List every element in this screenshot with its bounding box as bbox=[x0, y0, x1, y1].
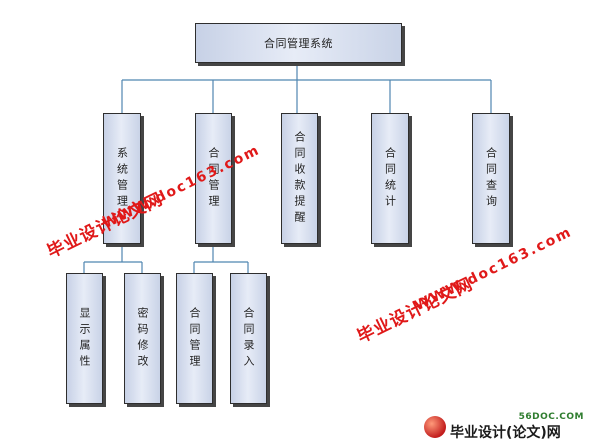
module-contract-query-box: 合同查询 bbox=[472, 113, 510, 244]
module-system-management-box: 系统管理 bbox=[103, 113, 141, 244]
module-payment-reminder-box: 合同收款提醒 bbox=[281, 113, 318, 244]
submodule-display-properties-box: 显示属性 bbox=[66, 273, 103, 404]
module-system-management-label: 系统管理 bbox=[115, 146, 129, 211]
module-payment-reminder-label: 合同收款提醒 bbox=[293, 130, 306, 227]
submodule-display-properties-label: 显示属性 bbox=[78, 306, 91, 371]
logo-mark-icon bbox=[424, 416, 446, 438]
module-contract-management-label: 合同管理 bbox=[207, 146, 220, 211]
logo-site-name: 毕业设计(论文)网 bbox=[450, 425, 561, 441]
root-system-label: 合同管理系统 bbox=[264, 37, 333, 50]
module-contract-management-box: 合同管理 bbox=[195, 113, 232, 244]
logo-site-url: 56DOC.COM bbox=[518, 412, 584, 422]
submodule-contract-entry-box: 合同录入 bbox=[230, 273, 267, 404]
module-contract-statistics-label: 合同统计 bbox=[383, 146, 397, 211]
submodule-contract-management-box: 合同管理 bbox=[176, 273, 213, 404]
submodule-contract-management-label: 合同管理 bbox=[188, 306, 201, 371]
submodule-password-change-label: 密码修改 bbox=[136, 306, 149, 371]
root-system-box: 合同管理系统 bbox=[195, 23, 402, 63]
logo-text: 56DOC.COM 毕业设计(论文)网 bbox=[450, 412, 586, 442]
module-contract-statistics-box: 合同统计 bbox=[371, 113, 409, 244]
site-logo: 56DOC.COM 毕业设计(论文)网 bbox=[424, 412, 588, 442]
submodule-contract-entry-label: 合同录入 bbox=[242, 306, 255, 371]
module-contract-query-label: 合同查询 bbox=[484, 146, 498, 211]
submodule-password-change-box: 密码修改 bbox=[124, 273, 161, 404]
